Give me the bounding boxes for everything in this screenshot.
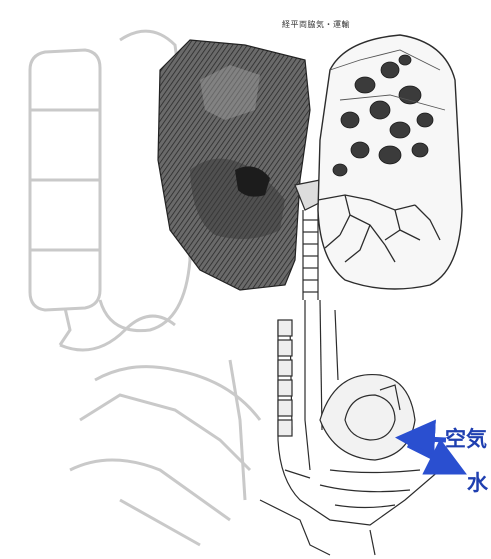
figure-caption: 経平両脇気・運輸 (256, 19, 376, 30)
label-water: 水 (467, 467, 488, 497)
lower-anatomy (260, 300, 448, 555)
lung (318, 35, 462, 289)
chest-cutaway (158, 40, 310, 290)
arrow-left-icon (405, 438, 446, 440)
label-air: 空気 (445, 423, 487, 453)
